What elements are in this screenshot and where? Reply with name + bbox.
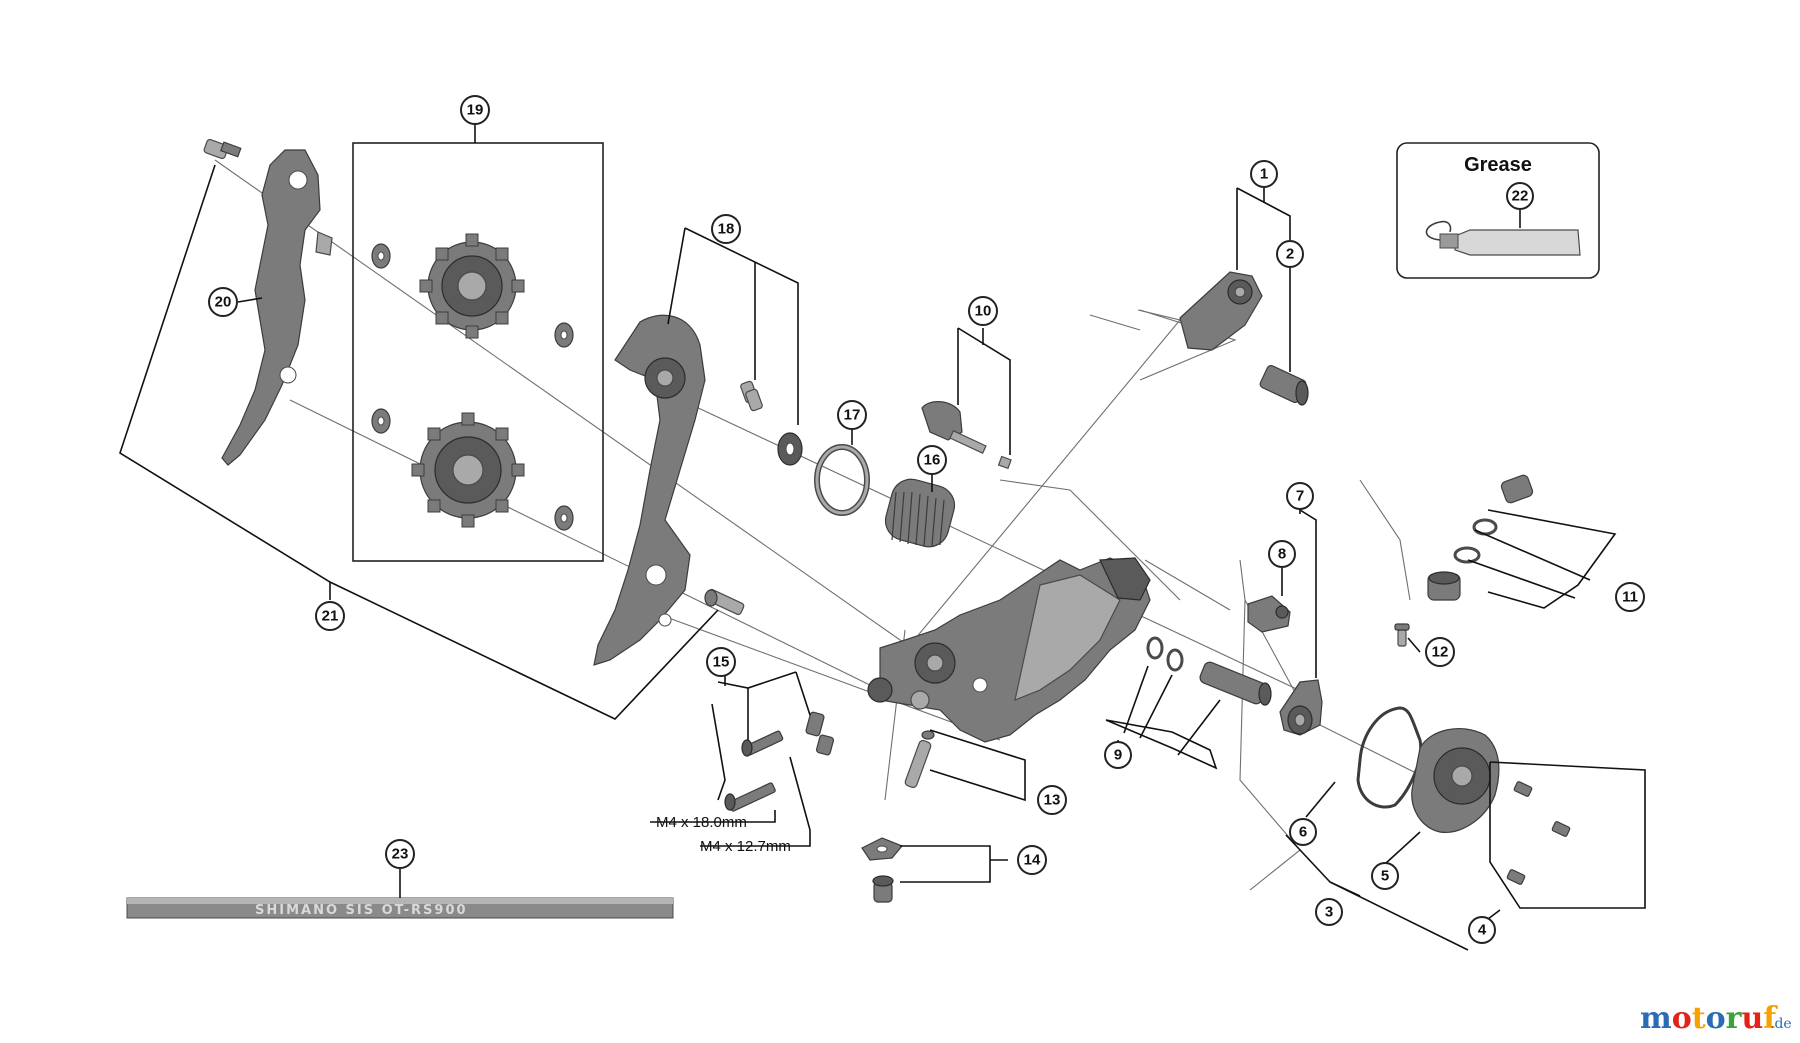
axle-pin-part [904, 730, 935, 789]
callout-10: 10 [968, 296, 998, 326]
callout-1: 1 [1250, 160, 1278, 188]
cable-print-text: SHIMANO SIS OT-RS900 [255, 903, 468, 918]
svg-text:5: 5 [1381, 868, 1389, 885]
watermark-logo: motoruf .de [1640, 1001, 1792, 1036]
svg-text:16: 16 [924, 452, 941, 469]
svg-text:7: 7 [1296, 488, 1304, 505]
callout-13: 13 [1037, 785, 1067, 815]
pulley-set-group [352, 142, 604, 562]
outer-plate-part [221, 149, 333, 466]
tension-lever-part [921, 401, 1012, 470]
shift-cable-part: SHIMANO SIS OT-RS900 [126, 897, 674, 919]
svg-text:22: 22 [1512, 188, 1529, 205]
assembly-guide-lines [214, 159, 1431, 891]
watermark-suffix: .de [1770, 1016, 1792, 1032]
callout-11: 11 [1615, 582, 1645, 612]
callout-8: 8 [1268, 540, 1296, 568]
derailleur-body-part [867, 557, 1151, 743]
svg-text:6: 6 [1299, 824, 1307, 841]
svg-text:21: 21 [322, 608, 339, 625]
svg-text:13: 13 [1044, 792, 1061, 809]
svg-text:2: 2 [1286, 246, 1294, 263]
svg-text:15: 15 [713, 654, 730, 671]
svg-text:11: 11 [1622, 589, 1638, 606]
callout-2: 2 [1276, 240, 1304, 268]
callout-23: 23 [385, 839, 415, 869]
inner-plate-part [593, 314, 706, 666]
callout-16: 16 [917, 445, 947, 475]
grease-tube-icon [1425, 220, 1581, 256]
svg-text:17: 17 [844, 407, 861, 424]
callout-5: 5 [1371, 862, 1399, 890]
spring-ring-part [814, 444, 870, 516]
lower-pulley-part [411, 412, 525, 528]
bolt-plate-parts [861, 837, 903, 903]
callout-15: 15 [706, 647, 736, 677]
grease-title: Grease [1464, 154, 1532, 176]
leader-lines [119, 124, 1646, 951]
cap-bolt-parts [1427, 474, 1534, 601]
clutch-unit-part [1279, 679, 1323, 736]
adjuster-part [1247, 595, 1291, 633]
svg-text:20: 20 [215, 294, 232, 311]
svg-text:14: 14 [1024, 852, 1041, 869]
callout-12: 12 [1425, 637, 1455, 667]
svg-text:23: 23 [392, 846, 409, 863]
svg-text:19: 19 [467, 102, 484, 119]
bolt-short-dimension: M4 x 12.7mm [700, 838, 791, 855]
adjust-bolt-part [1259, 364, 1309, 406]
callout-18: 18 [711, 214, 741, 244]
grease-box: Grease [1396, 142, 1600, 279]
svg-text:1: 1 [1260, 166, 1268, 183]
gasket-part [1356, 706, 1423, 809]
bolt-long-dimension: M4 x 18.0mm [656, 814, 747, 831]
upper-pulley-part [419, 233, 525, 339]
callout-7: 7 [1286, 482, 1314, 510]
svg-text:18: 18 [718, 221, 735, 238]
cover-screws-parts [1506, 781, 1571, 885]
coil-spring-part [884, 478, 956, 548]
svg-text:3: 3 [1325, 904, 1333, 921]
axle-oring-parts [1146, 636, 1272, 706]
cover-part [1411, 727, 1500, 833]
callout-14: 14 [1017, 845, 1047, 875]
callout-9: 9 [1104, 741, 1132, 769]
cage-bolt-part [704, 588, 745, 616]
fixing-bolts-parts [724, 711, 835, 812]
callout-20: 20 [208, 287, 238, 317]
callout-3: 3 [1315, 898, 1343, 926]
cable-anchor-part [1179, 271, 1263, 351]
callout-17: 17 [837, 400, 867, 430]
svg-text:9: 9 [1114, 747, 1122, 764]
pivot-bolt-part [203, 138, 242, 160]
svg-text:4: 4 [1478, 922, 1487, 939]
callout-21: 21 [315, 601, 345, 631]
svg-text:10: 10 [975, 303, 992, 320]
callout-19: 19 [460, 95, 490, 125]
svg-text:8: 8 [1278, 546, 1286, 563]
cage-pin-parts [740, 380, 803, 466]
svg-text:12: 12 [1432, 644, 1449, 661]
small-screw-part [1394, 623, 1410, 647]
callout-4: 4 [1468, 916, 1496, 944]
callout-6: 6 [1289, 818, 1317, 846]
watermark-text: motoruf [1640, 1001, 1778, 1036]
callout-22: 22 [1506, 182, 1534, 210]
